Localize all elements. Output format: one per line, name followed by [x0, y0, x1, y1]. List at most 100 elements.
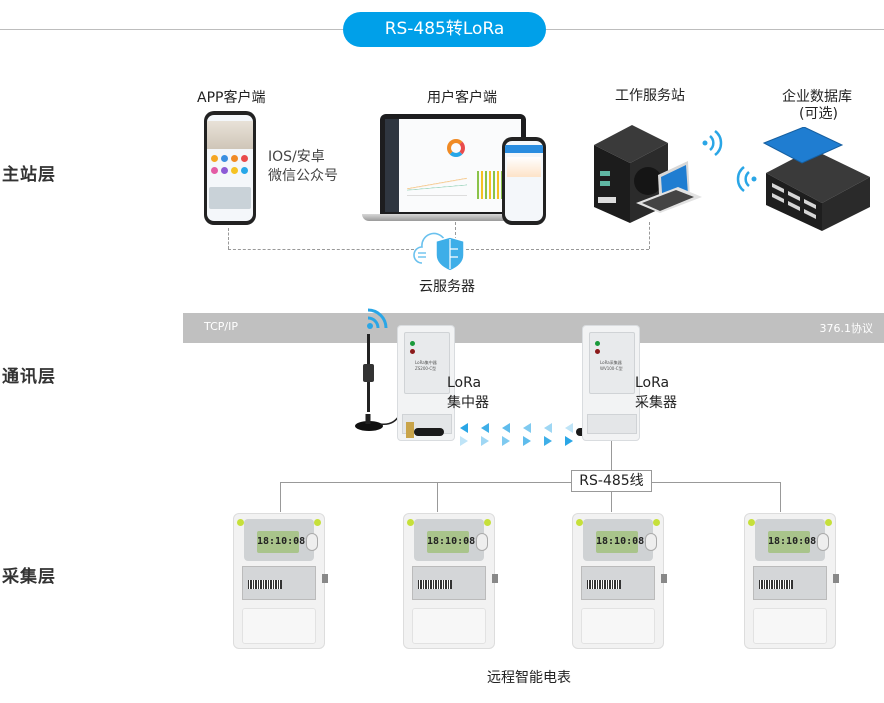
user-phone-image [502, 137, 546, 225]
laptop-base [362, 214, 542, 221]
signal-arrow-right [565, 436, 573, 446]
meter-lcd-reading: 18:10:08 [596, 531, 644, 553]
device-model-text: LoRa采集器 [600, 360, 622, 365]
meter-lcd-reading: 18:10:08 [257, 531, 305, 553]
layer-label-comm: 通讯层 [2, 367, 56, 387]
concentrator-label-line2: 集中器 [447, 395, 489, 411]
lora-concentrator-device: LoRa集中器 ZS200-C型 [397, 325, 455, 441]
app-icon [221, 155, 228, 162]
meter-seal [484, 519, 491, 526]
dashboard-screen [385, 119, 521, 212]
app-client-label: APP客户端 [197, 90, 266, 106]
app-platforms-line1: IOS/安卓 [268, 149, 325, 165]
signal-arrow-right [481, 436, 489, 446]
bus-drop-from-collector [611, 441, 612, 470]
meter-seal [825, 519, 832, 526]
title-rule-left [0, 29, 343, 30]
meter-terminal [322, 574, 328, 583]
signal-arrow-left [502, 423, 510, 433]
status-led-red [595, 349, 600, 354]
meter-display-frame: 18:10:08 [414, 519, 488, 561]
connector-left-to-cloud [228, 249, 414, 250]
app-weather-card [209, 187, 251, 209]
user-phone-header [505, 145, 543, 153]
meter-terminal-cover [242, 608, 316, 644]
app-icon [211, 167, 218, 174]
meter-terminal-cover [412, 608, 486, 644]
meter-seal [576, 519, 583, 526]
user-client-label: 用户客户端 [427, 90, 497, 106]
workstation-label: 工作服务站 [615, 88, 685, 104]
rs485-bus-line [652, 482, 780, 483]
meter-barcode [759, 580, 793, 589]
device-model-text: ZS200-C型 [415, 366, 437, 371]
antenna-image [355, 334, 401, 431]
app-icon [231, 155, 238, 162]
band-protocol-left: TCP/IP [204, 320, 238, 333]
signal-arrow-left [544, 423, 552, 433]
band-protocol-right: 376.1协议 [819, 322, 874, 335]
app-icon-grid [211, 155, 249, 179]
rs485-bus-label: RS-485线 [571, 470, 652, 492]
user-phone-chart [507, 157, 541, 177]
database-server-image [762, 127, 870, 231]
device-panel: LoRa集中器 ZS200-C型 [404, 332, 450, 394]
diagram-title: RS-485转LoRa [343, 12, 546, 47]
app-icon [241, 167, 248, 174]
app-icon [211, 155, 218, 162]
smart-meter: 18:10:08 [233, 513, 328, 649]
device-model-text: LoRa集中器 [415, 360, 437, 365]
bus-drop-meter-3 [611, 492, 612, 512]
status-led-green [410, 341, 415, 346]
tcp-ip-band: TCP/IP 376.1协议 [183, 313, 884, 343]
title-rule-right [546, 29, 884, 30]
smart-meters-label: 远程智能电表 [487, 670, 571, 686]
connector-user-to-cloud [455, 222, 456, 240]
app-icon [231, 167, 238, 174]
connector-workstation-to-cloud [649, 222, 650, 249]
meter-barcode [587, 580, 621, 589]
smart-meter: 18:10:08 [403, 513, 498, 649]
lora-antenna-stub [406, 422, 444, 438]
wifi-signal-icon [736, 166, 757, 192]
database-label-line2: (可选) [799, 106, 838, 122]
cloud-server-label: 云服务器 [419, 279, 475, 295]
bus-drop-meter-2 [437, 482, 438, 512]
meter-terminal [833, 574, 839, 583]
signal-arrow-right [523, 436, 531, 446]
meter-button [817, 533, 829, 551]
meter-seal [653, 519, 660, 526]
app-platforms-line2: 微信公众号 [268, 168, 338, 184]
status-led-green [595, 341, 600, 346]
layer-label-collect: 采集层 [2, 567, 56, 587]
device-ports [587, 414, 637, 434]
device-model-text: WV100-C型 [600, 366, 623, 371]
device-panel: LoRa采集器 WV100-C型 [589, 332, 635, 394]
meter-button [306, 533, 318, 551]
dashboard-line-chart [407, 174, 467, 196]
meter-terminal-cover [581, 608, 655, 644]
connector-right-to-cloud [466, 249, 649, 250]
meter-display-frame: 18:10:08 [244, 519, 318, 561]
meter-terminal [661, 574, 667, 583]
meter-button [645, 533, 657, 551]
status-led-red [410, 349, 415, 354]
app-icon [221, 167, 228, 174]
meter-display-frame: 18:10:08 [583, 519, 657, 561]
smart-meter: 18:10:08 [572, 513, 667, 649]
smart-meter: 18:10:08 [744, 513, 839, 649]
dashboard-donut [447, 139, 465, 157]
database-label-line1: 企业数据库 [782, 89, 852, 105]
bus-drop-meter-1 [280, 482, 281, 512]
meter-seal [407, 519, 414, 526]
app-icon [241, 155, 248, 162]
connector-app-to-cloud [228, 228, 229, 249]
signal-arrow-left [460, 423, 468, 433]
layer-label-master: 主站层 [2, 165, 56, 185]
signal-arrow-left [565, 423, 573, 433]
collector-label-line2: 采集器 [635, 395, 677, 411]
meter-barcode [248, 580, 282, 589]
lora-collector-device: LoRa采集器 WV100-C型 [582, 325, 640, 441]
cloud-server-icon [413, 232, 465, 272]
meter-button [476, 533, 488, 551]
